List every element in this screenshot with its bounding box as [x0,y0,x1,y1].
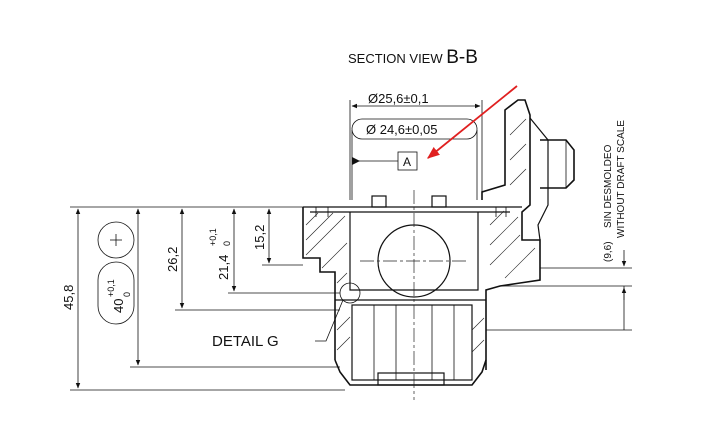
part-section [302,99,575,400]
dim-40-tol-upper: +0,1 [106,279,116,297]
dim-21-4-tol-upper: +0,1 [208,228,218,246]
outer-diameter-dimension: Ø25,6±0,1 [349,91,483,200]
detail-g-callout: DETAIL G [212,299,344,350]
note-line-2: WITHOUT DRAFT SCALE [616,120,627,238]
dim-45-8-label: 45,8 [61,285,76,310]
dim-15-2-label: 15,2 [252,225,267,250]
inner-diameter-callout: Ø 24,6±0,05 [351,118,478,200]
inner-diameter-label: Ø 24,6±0,05 [366,122,437,137]
section-hatch [305,118,536,353]
section-title: SECTION VIEW B-B [348,47,478,68]
outer-diameter-label: Ø25,6±0,1 [368,91,429,106]
detail-g-label: DETAIL G [212,333,279,350]
dim-21-4-label: 21,4 [216,255,231,280]
datum-label: A [403,155,411,169]
dimension-21-4: 21,4 +0,1 0 [208,208,340,294]
dim-21-4-tol-lower: 0 [222,241,232,246]
dim-40-tol-lower: 0 [122,292,132,297]
dimension-9-6: (9,6) SIN DESMOLDEO WITHOUT DRAFT SCALE [486,120,632,331]
dim-9-6-label: (9,6) [603,241,614,262]
note-line-1: SIN DESMOLDEO [603,144,614,228]
datum-a: A [352,151,418,171]
dimension-15-2: 15,2 [252,208,303,266]
dimension-40: 40 +0,1 0 [97,208,340,368]
annotation-arrow [427,85,518,159]
dim-26-2-label: 26,2 [165,247,180,272]
dimension-45-8: 45,8 [61,206,345,391]
dim-40-label: 40 [111,299,126,313]
dimension-26-2: 26,2 [165,208,340,311]
